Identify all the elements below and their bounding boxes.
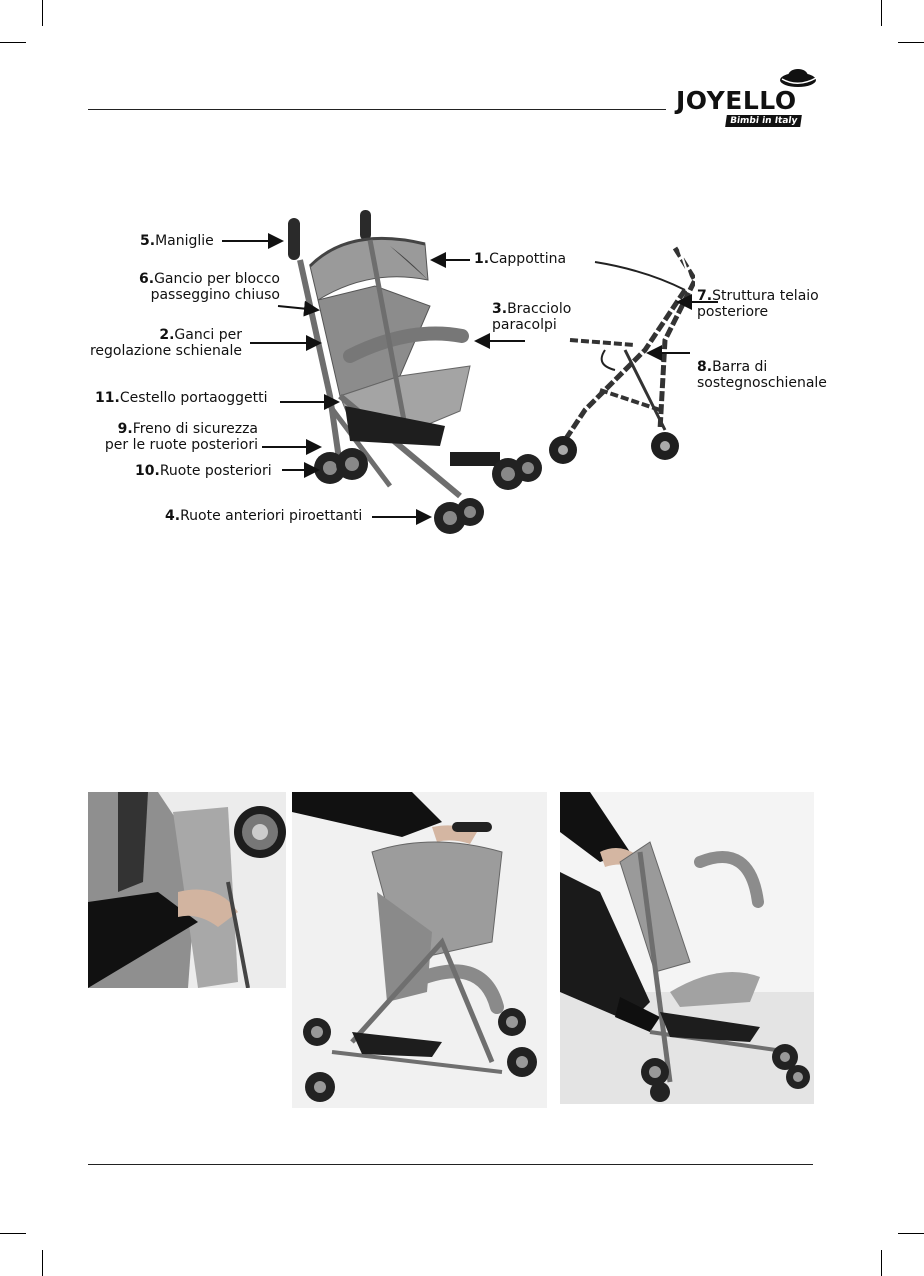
- label-9-freno: 9.Freno di sicurezza per le ruote poster…: [104, 421, 258, 453]
- label-11-cestello: 11.Cestello portaoggetti: [95, 390, 268, 406]
- frame-diagram-image: [545, 240, 695, 465]
- footer-rule: [88, 1164, 813, 1165]
- crop-mark: [42, 0, 43, 26]
- crop-mark: [898, 42, 924, 43]
- label-8-barra: 8.Barra di sostegnoschienale: [697, 359, 827, 391]
- crop-mark: [0, 1233, 26, 1234]
- label-7-struttura: 7.Struttura telaio posteriore: [697, 288, 819, 320]
- arrow-6: [277, 300, 320, 317]
- brand-logo: JOYELLO Bimbi in Italy: [670, 66, 820, 130]
- folding-step-3-photo: [560, 792, 814, 1104]
- crop-mark: [881, 1250, 882, 1276]
- callout-arrows: [222, 233, 718, 525]
- folding-step-2-photo: [292, 792, 547, 1108]
- label-6-gancio: 6.Gancio per blocco passeggino chiuso: [139, 271, 280, 303]
- crop-mark: [0, 42, 26, 43]
- folding-step-1-photo: [88, 792, 286, 988]
- label-5-maniglie: 5.Maniglie: [140, 233, 214, 249]
- hat-icon: [780, 69, 817, 87]
- label-3-bracciolo: 3.Bracciolo paracolpi: [492, 301, 572, 333]
- brand-name: JOYELLO: [676, 86, 797, 115]
- crop-mark: [881, 0, 882, 26]
- label-10-ruote-posteriori: 10.Ruote posteriori: [135, 463, 272, 479]
- crop-mark: [898, 1233, 924, 1234]
- label-4-ruote-anteriori: 4.Ruote anteriori piroettanti: [165, 508, 363, 524]
- label-1-cappottina: 1.Cappottina: [474, 251, 567, 267]
- label-2-ganci: 2.Ganci per regolazione schienale: [89, 327, 242, 359]
- header-rule: [88, 109, 666, 110]
- crop-mark: [42, 1250, 43, 1276]
